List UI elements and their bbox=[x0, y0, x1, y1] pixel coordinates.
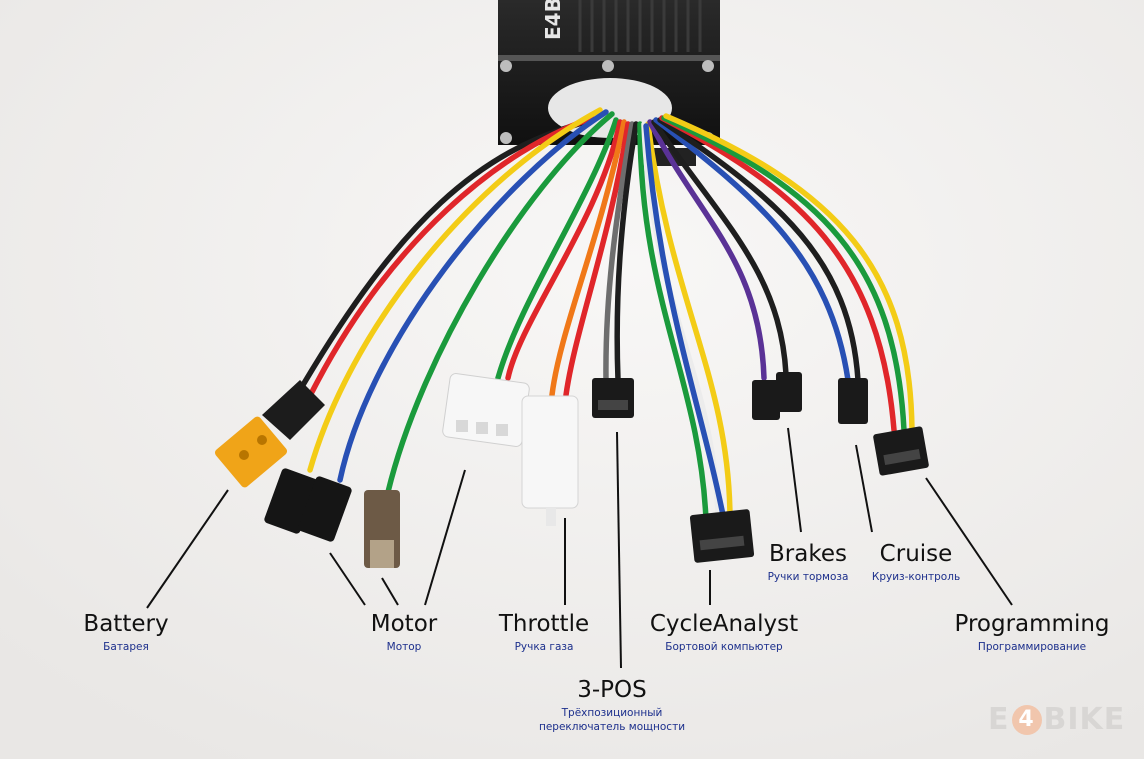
label-battery-en: Battery bbox=[83, 611, 169, 637]
pointer-cruise bbox=[855, 444, 873, 533]
connector-hall bbox=[442, 373, 530, 447]
screw bbox=[702, 60, 714, 72]
wire-ca-blue bbox=[643, 123, 727, 523]
connector-3pos bbox=[592, 378, 634, 418]
label-cruise-ru: Круиз-контроль bbox=[871, 571, 961, 583]
label-programming-ru: Программирование bbox=[977, 641, 1087, 653]
wire-cruise-blue bbox=[653, 117, 851, 383]
wire-cruise-black bbox=[657, 117, 861, 383]
wire-hall-red bbox=[505, 119, 623, 381]
wire-brakes-purple bbox=[647, 119, 767, 381]
wire-bundle bbox=[297, 107, 915, 523]
wire-motor-blue bbox=[337, 109, 609, 483]
logo-left: E bbox=[988, 702, 1010, 737]
connector-throttle bbox=[521, 395, 579, 526]
logo-four: 4 bbox=[1011, 705, 1042, 735]
pointer-motor-hall bbox=[424, 469, 466, 606]
screw bbox=[602, 60, 614, 72]
wire-prog-red bbox=[659, 115, 897, 433]
connector-brakes bbox=[752, 372, 802, 420]
label-cruise-en: Cruise bbox=[879, 541, 953, 567]
label-throttle: Throttle Ручка газа bbox=[499, 610, 589, 654]
heatsink-fins bbox=[578, 0, 702, 52]
label-motor-en: Motor bbox=[370, 611, 438, 637]
wire-prog-green bbox=[661, 115, 907, 433]
connector-cycleanalyst bbox=[689, 509, 755, 563]
label-3pos-en: 3-POS bbox=[577, 677, 647, 703]
wire-motor-green bbox=[385, 111, 615, 495]
label-brakes: Brakes Ручки тормоза bbox=[768, 540, 849, 584]
label-cycleanalyst: CycleAnalyst Бортовой компьютер bbox=[650, 610, 798, 654]
label-cycleanalyst-en: CycleAnalyst bbox=[649, 611, 799, 637]
box-brand-text: E4BI bbox=[541, 0, 565, 40]
pointer-brakes bbox=[787, 427, 802, 533]
wire-ca-green bbox=[637, 121, 709, 523]
label-brakes-en: Brakes bbox=[769, 541, 847, 567]
label-3pos-ru-line1: Трёхпозиционный bbox=[561, 707, 663, 719]
wire-3pos-black bbox=[614, 121, 639, 383]
connector-battery-xt60 bbox=[214, 380, 325, 488]
wire-ca-yellow bbox=[645, 121, 733, 523]
screw bbox=[500, 60, 512, 72]
screw bbox=[500, 132, 512, 144]
label-3pos-ru-line2: переключатель мощности bbox=[538, 721, 686, 733]
label-throttle-en: Throttle bbox=[498, 611, 590, 637]
label-cruise: Cruise Круиз-контроль bbox=[872, 540, 960, 584]
label-motor: Motor Мотор bbox=[371, 610, 437, 654]
label-3pos: 3-POS Трёхпозиционный переключатель мощн… bbox=[539, 676, 685, 734]
label-battery-ru: Батарея bbox=[103, 641, 149, 653]
wire-throttle-orange bbox=[549, 119, 627, 398]
wire-motor-yellow bbox=[307, 107, 603, 473]
label-programming: Programming Программирование bbox=[954, 610, 1109, 654]
label-cycleanalyst-ru: Бортовой компьютер bbox=[665, 641, 783, 653]
label-battery: Battery Батарея bbox=[83, 610, 168, 654]
wire-throttle-red bbox=[563, 121, 631, 398]
pointer-3pos bbox=[616, 431, 622, 669]
wire-prog-yellow bbox=[663, 113, 915, 433]
connector-motor-phase bbox=[264, 468, 352, 542]
wire-battery-red bbox=[309, 115, 595, 395]
connector-cruise bbox=[838, 378, 868, 424]
wire-hall-green bbox=[495, 117, 619, 381]
pointer-programming bbox=[925, 477, 1013, 606]
label-brakes-ru: Ручки тормоза bbox=[767, 571, 849, 583]
pointer-battery bbox=[146, 489, 229, 609]
wire-brakes-black bbox=[651, 119, 789, 377]
pointer-lines bbox=[146, 427, 1013, 669]
wire-3pos-grey bbox=[603, 121, 635, 383]
label-motor-ru: Мотор bbox=[386, 641, 422, 653]
connector-programming bbox=[873, 426, 929, 476]
label-throttle-ru: Ручка газа bbox=[514, 641, 574, 653]
pointer-motor-phase bbox=[329, 552, 366, 606]
connector-motor-bullet bbox=[364, 490, 400, 568]
pointer-motor-bullet bbox=[381, 577, 399, 606]
label-programming-en: Programming bbox=[954, 611, 1110, 637]
logo-right: BIKE bbox=[1043, 702, 1126, 737]
